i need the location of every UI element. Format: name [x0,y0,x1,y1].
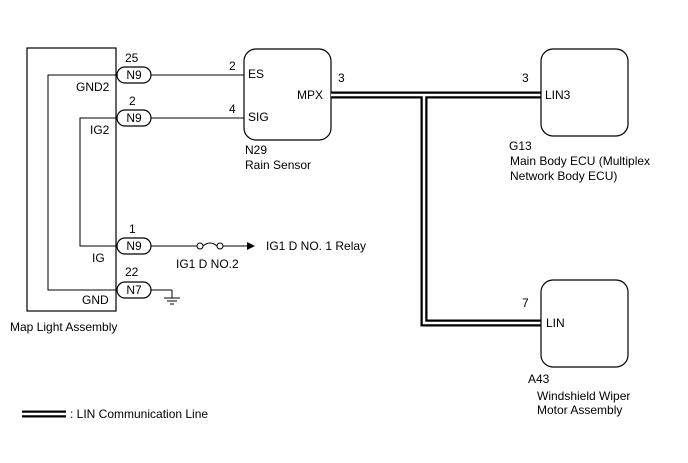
pin-number-25: 25 [125,51,139,65]
fuse-label: IG1 D NO.2 [176,257,239,271]
main-body-ecu-name-line2: Network Body ECU) [510,169,617,183]
wiper-motor-code: A43 [528,372,550,386]
rain-sensor-sig-label: SIG [248,110,269,124]
gnd-internal-line [47,74,116,291]
ground-icon [164,290,180,305]
pin-number-22: 22 [125,265,139,279]
lin-communication-line [331,91,541,327]
relay-label: IG1 D NO. 1 Relay [266,239,366,253]
main-body-ecu-code: G13 [509,139,532,153]
rain-sensor-mpx-pin-number: 3 [338,71,345,85]
svg-text:N7: N7 [126,283,142,297]
wiper-motor-pin-number: 7 [522,296,529,310]
svg-text:N9: N9 [126,239,142,253]
ig-internal-line [79,117,116,247]
rain-sensor-code: N29 [245,143,267,157]
map-light-assembly-box [26,47,117,312]
map-light-assembly-label: Map Light Assembly [10,320,117,334]
rain-sensor-mpx-label: MPX [297,88,323,102]
relay-arrow-icon [247,242,255,250]
connector-n9-ig: N9 [116,237,152,255]
connector-n9-gnd2: N9 [116,66,152,84]
wiper-motor-box [540,279,629,368]
svg-text:N9: N9 [126,68,142,82]
wiper-motor-name-line1: Windshield Wiper [537,389,630,403]
legend-label: : LIN Communication Line [70,407,208,421]
main-body-ecu-box [540,48,629,137]
wiper-motor-name-line2: Motor Assembly [537,403,622,417]
rain-sensor-es-label: ES [248,67,264,81]
rain-sensor-sig-pin-number: 4 [229,102,236,116]
fuse-symbol [196,242,224,250]
main-body-ecu-name-line1: Main Body ECU (Multiplex [510,154,650,168]
pin-label-ig2: IG2 [90,123,110,137]
pin-number-2: 2 [129,94,136,108]
main-body-ecu-pin-number: 3 [522,71,529,85]
svg-text:N9: N9 [126,111,142,125]
pin-label-gnd: GND [82,293,109,307]
connector-n9-ig2: N9 [116,109,152,127]
pin-label-ig: IG [92,251,105,265]
wiper-motor-pin-label: LIN [546,316,565,330]
connector-n7-gnd: N7 [116,281,152,299]
pin-label-gnd2: GND2 [76,80,110,94]
rain-sensor-es-pin-number: 2 [229,59,236,73]
pin-number-1: 1 [129,222,136,236]
rain-sensor-name: Rain Sensor [245,158,311,172]
main-body-ecu-pin-label: LIN3 [545,88,571,102]
